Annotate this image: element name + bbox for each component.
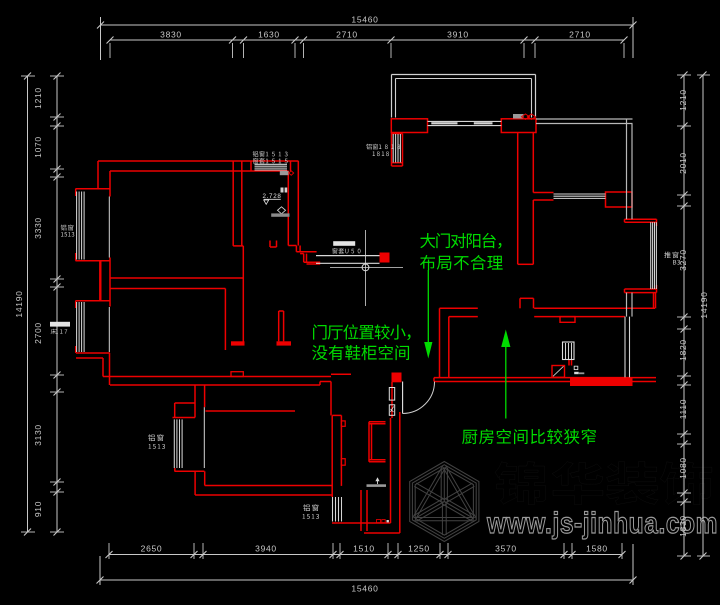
svg-text:1580: 1580 <box>586 544 608 554</box>
svg-text:1820: 1820 <box>678 339 688 361</box>
svg-text:2.728: 2.728 <box>263 193 282 200</box>
svg-text:1110: 1110 <box>678 399 688 419</box>
svg-text:1830: 1830 <box>678 515 688 537</box>
svg-text:1510: 1510 <box>353 544 375 554</box>
svg-text:2700: 2700 <box>33 322 43 344</box>
svg-text:15460: 15460 <box>351 584 378 594</box>
svg-text:14190: 14190 <box>699 291 709 318</box>
svg-text:3330: 3330 <box>33 217 43 239</box>
svg-text:14190: 14190 <box>14 290 24 317</box>
svg-text:1210: 1210 <box>33 87 43 109</box>
svg-text:www.js-jinhua.com: www.js-jinhua.com <box>486 507 718 540</box>
svg-text:3910: 3910 <box>447 30 469 40</box>
svg-text:910: 910 <box>33 501 43 517</box>
svg-text:2710: 2710 <box>569 30 591 40</box>
svg-text:1250: 1250 <box>408 544 430 554</box>
svg-text:3570: 3570 <box>495 544 517 554</box>
svg-text:15460: 15460 <box>351 15 378 25</box>
svg-text:3940: 3940 <box>255 544 277 554</box>
svg-text:1630: 1630 <box>258 30 280 40</box>
svg-text:3270: 3270 <box>678 249 688 271</box>
svg-text:2010: 2010 <box>678 152 688 174</box>
svg-text:1080: 1080 <box>678 457 688 479</box>
svg-text:3130: 3130 <box>33 424 43 446</box>
svg-text:3830: 3830 <box>160 30 182 40</box>
svg-text:2710: 2710 <box>336 30 358 40</box>
svg-text:1070: 1070 <box>33 136 43 158</box>
svg-text:1210: 1210 <box>678 89 688 111</box>
svg-text:2650: 2650 <box>141 544 163 554</box>
